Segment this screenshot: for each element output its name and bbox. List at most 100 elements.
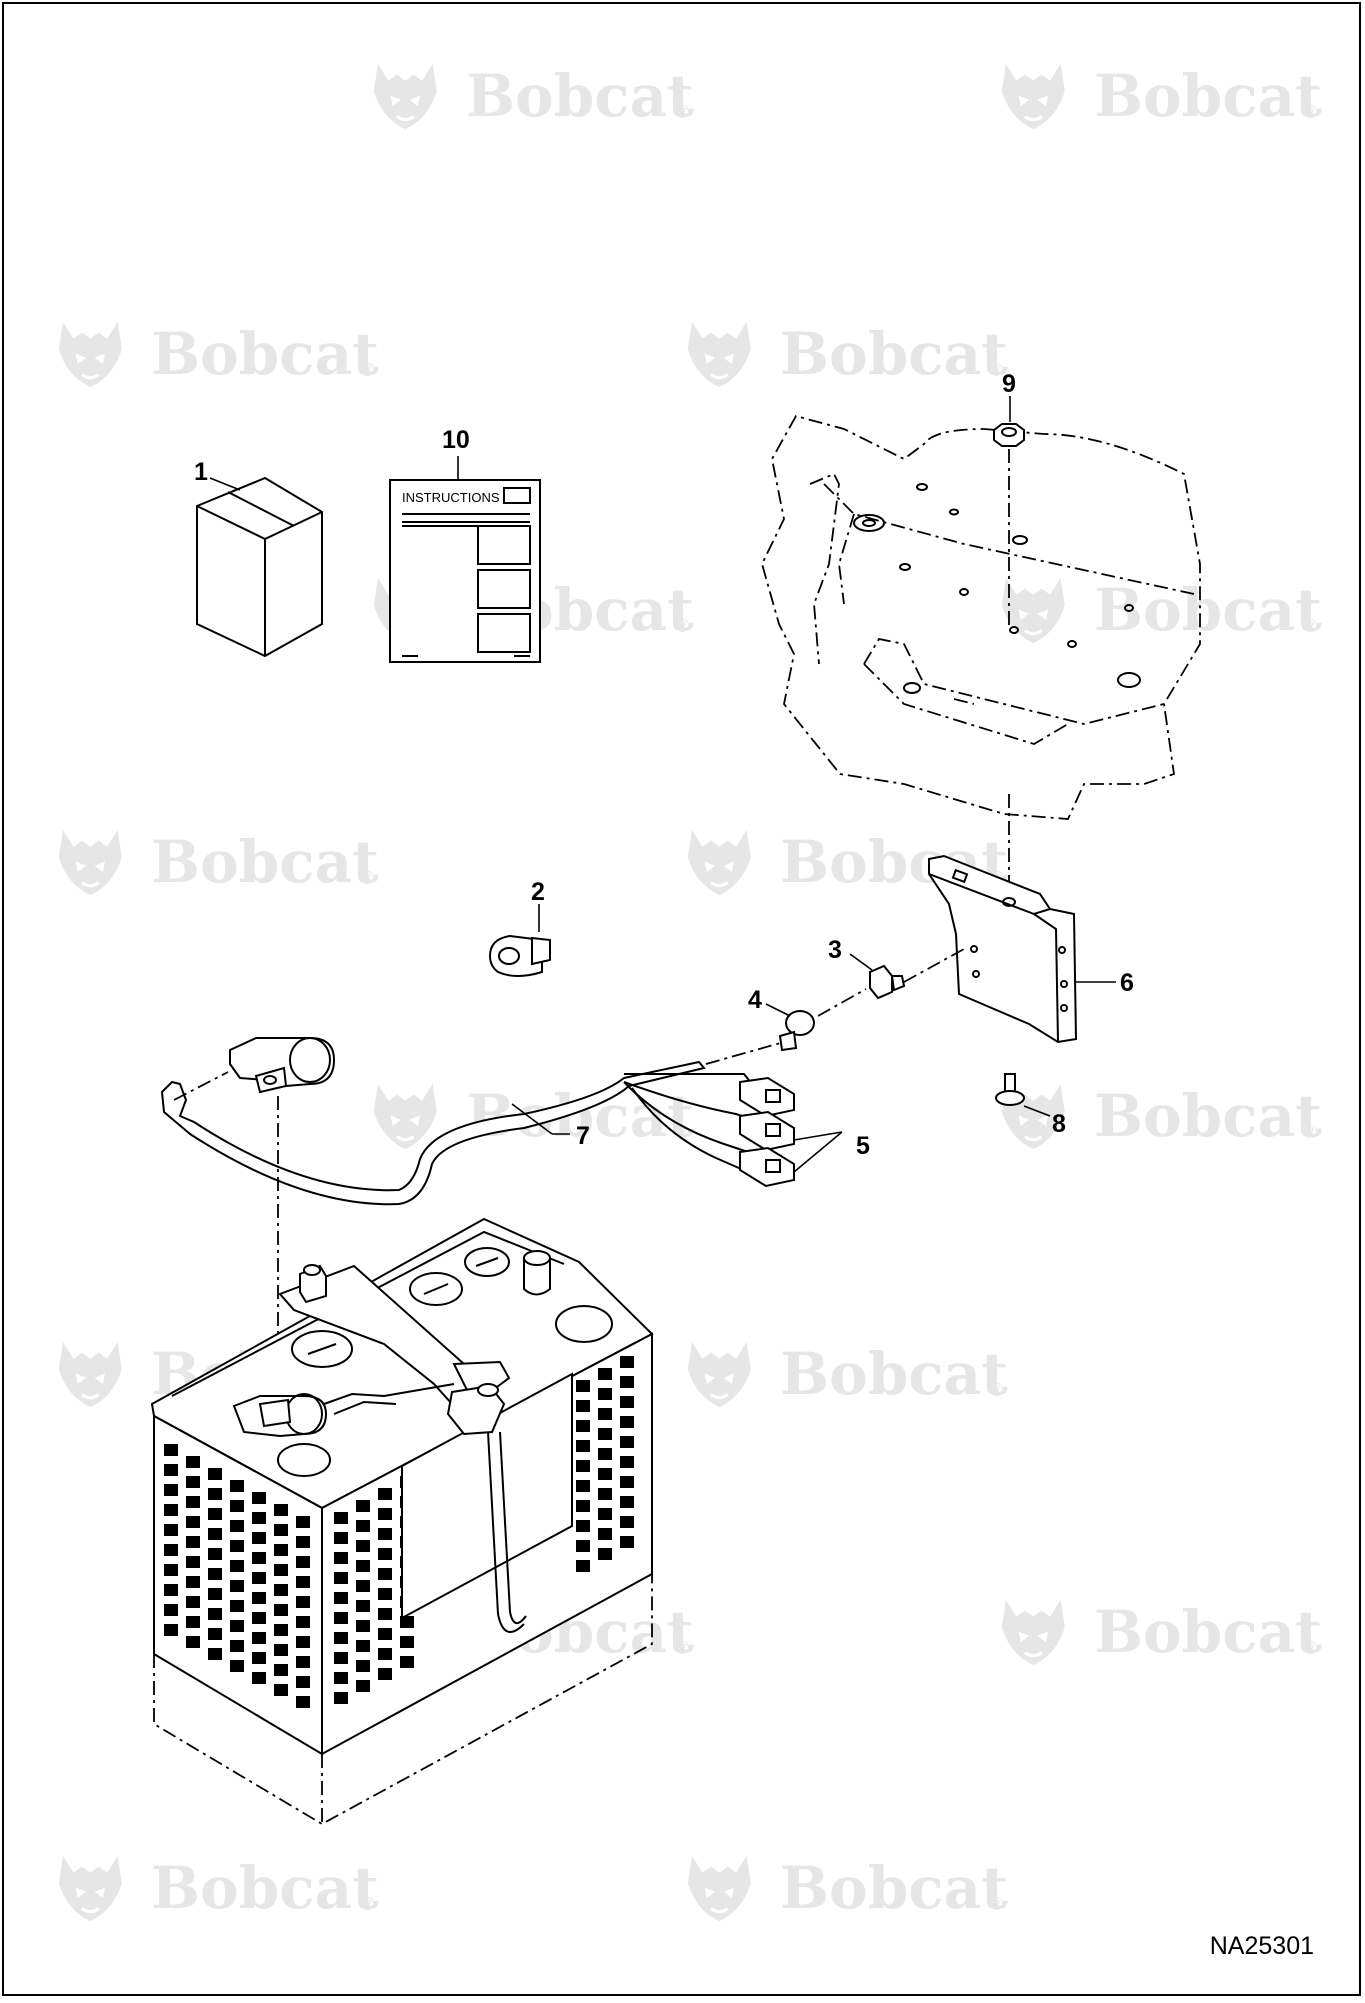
grille-cell <box>378 1648 392 1660</box>
grille-cell <box>296 1556 310 1568</box>
grille-cell <box>598 1508 612 1520</box>
watermark-text: Bobcat <box>151 1854 379 1922</box>
grille-cell <box>334 1632 348 1644</box>
part-9-nut <box>993 423 1025 447</box>
grille-cell <box>598 1428 612 1440</box>
watermark-registered-mark: ® <box>676 102 689 122</box>
grille-cell <box>620 1536 634 1548</box>
grille-cell <box>296 1636 310 1648</box>
grille-cell <box>576 1520 590 1532</box>
watermark-registered-mark: ® <box>990 360 1003 380</box>
grille-cell <box>598 1488 612 1500</box>
grille-cell <box>186 1536 200 1548</box>
watermark-registered-mark: ® <box>361 1894 374 1914</box>
watermark-registered-mark: ® <box>990 1894 1003 1914</box>
grille-cell <box>274 1584 288 1596</box>
grille-cell <box>620 1376 634 1388</box>
grille-cell <box>296 1656 310 1668</box>
grille-cell <box>208 1528 222 1540</box>
grille-cell <box>252 1632 266 1644</box>
grille-cell <box>252 1612 266 1624</box>
watermark-registered-mark: ® <box>1304 1122 1317 1142</box>
grille-cell <box>252 1592 266 1604</box>
grille-cell <box>186 1476 200 1488</box>
grille-cell <box>274 1604 288 1616</box>
callout-label-10: 10 <box>442 426 470 454</box>
grille-cell <box>208 1488 222 1500</box>
grille-cell <box>208 1628 222 1640</box>
grille-cell <box>620 1396 634 1408</box>
grille-cell <box>274 1644 288 1656</box>
grille-cell <box>274 1524 288 1536</box>
grille-cell <box>274 1544 288 1556</box>
battery <box>150 1217 654 1826</box>
grille-cell <box>296 1616 310 1628</box>
grille-cell <box>186 1496 200 1508</box>
grille-cell <box>252 1532 266 1544</box>
bobcat-logo-icon <box>686 828 753 897</box>
grille-cell <box>252 1572 266 1584</box>
part-3-clip <box>869 948 965 1000</box>
grille-cell <box>356 1540 370 1552</box>
grille-cell <box>164 1624 178 1636</box>
booklet-heading: INSTRUCTIONS <box>402 490 500 505</box>
battery-grille-front <box>164 1444 310 1708</box>
grille-cell <box>356 1600 370 1612</box>
grille-cell <box>252 1512 266 1524</box>
grille-cell <box>334 1592 348 1604</box>
watermark-text: Bobcat <box>780 320 1008 388</box>
watermark-text: Bobcat <box>780 1340 1008 1408</box>
watermark-text: Bobcat <box>466 62 694 130</box>
callout-label-2: 2 <box>531 878 545 906</box>
bobcat-logo-icon <box>372 1082 439 1151</box>
callout-label-3: 3 <box>828 936 842 964</box>
callout-label-5: 5 <box>856 1132 870 1160</box>
grille-cell <box>620 1476 634 1488</box>
callout-label-7: 7 <box>576 1122 590 1150</box>
grille-cell <box>356 1520 370 1532</box>
grille-cell <box>378 1548 392 1560</box>
grille-cell <box>296 1696 310 1708</box>
grille-cell <box>576 1480 590 1492</box>
grille-cell <box>400 1616 414 1628</box>
grille-cell <box>620 1356 634 1368</box>
grille-cell <box>164 1484 178 1496</box>
grille-cell <box>576 1400 590 1412</box>
grille-cell <box>252 1552 266 1564</box>
grille-cell <box>252 1652 266 1664</box>
bobcat-logo-icon <box>57 1340 124 1409</box>
grille-cell <box>274 1684 288 1696</box>
grille-cell <box>274 1504 288 1516</box>
grille-cell <box>576 1380 590 1392</box>
grille-cell <box>356 1620 370 1632</box>
part-1-box <box>196 476 323 658</box>
watermark-logo: Bobcat® <box>1000 62 1322 131</box>
grille-cell <box>334 1572 348 1584</box>
grille-cell <box>378 1528 392 1540</box>
grille-cell <box>296 1516 310 1528</box>
grille-cell <box>378 1628 392 1640</box>
watermark-text: Bobcat <box>1094 1082 1322 1150</box>
callout-label-4: 4 <box>748 986 762 1014</box>
watermark-logo: Bobcat® <box>57 828 379 897</box>
bobcat-logo-icon <box>1000 1598 1067 1667</box>
grille-cell <box>378 1608 392 1620</box>
parts-diagram: Bobcat®Bobcat®Bobcat®Bobcat®Bobcat®Bobca… <box>57 62 1322 1960</box>
grille-cell <box>208 1608 222 1620</box>
grille-cell <box>620 1436 634 1448</box>
reference-code: NA25301 <box>1210 1932 1314 1960</box>
watermark-registered-mark: ® <box>1304 616 1317 636</box>
grille-cell <box>356 1580 370 1592</box>
bobcat-logo-icon <box>686 1854 753 1923</box>
watermark-text: Bobcat <box>780 1854 1008 1922</box>
watermark-logo: Bobcat® <box>686 320 1008 389</box>
bobcat-logo-icon <box>372 62 439 131</box>
grille-cell <box>208 1568 222 1580</box>
grille-cell <box>230 1480 244 1492</box>
grille-cell <box>576 1420 590 1432</box>
grille-cell <box>598 1408 612 1420</box>
grille-cell <box>620 1496 634 1508</box>
grille-cell <box>230 1580 244 1592</box>
callout-label-9: 9 <box>1002 370 1016 398</box>
grille-cell <box>296 1596 310 1608</box>
